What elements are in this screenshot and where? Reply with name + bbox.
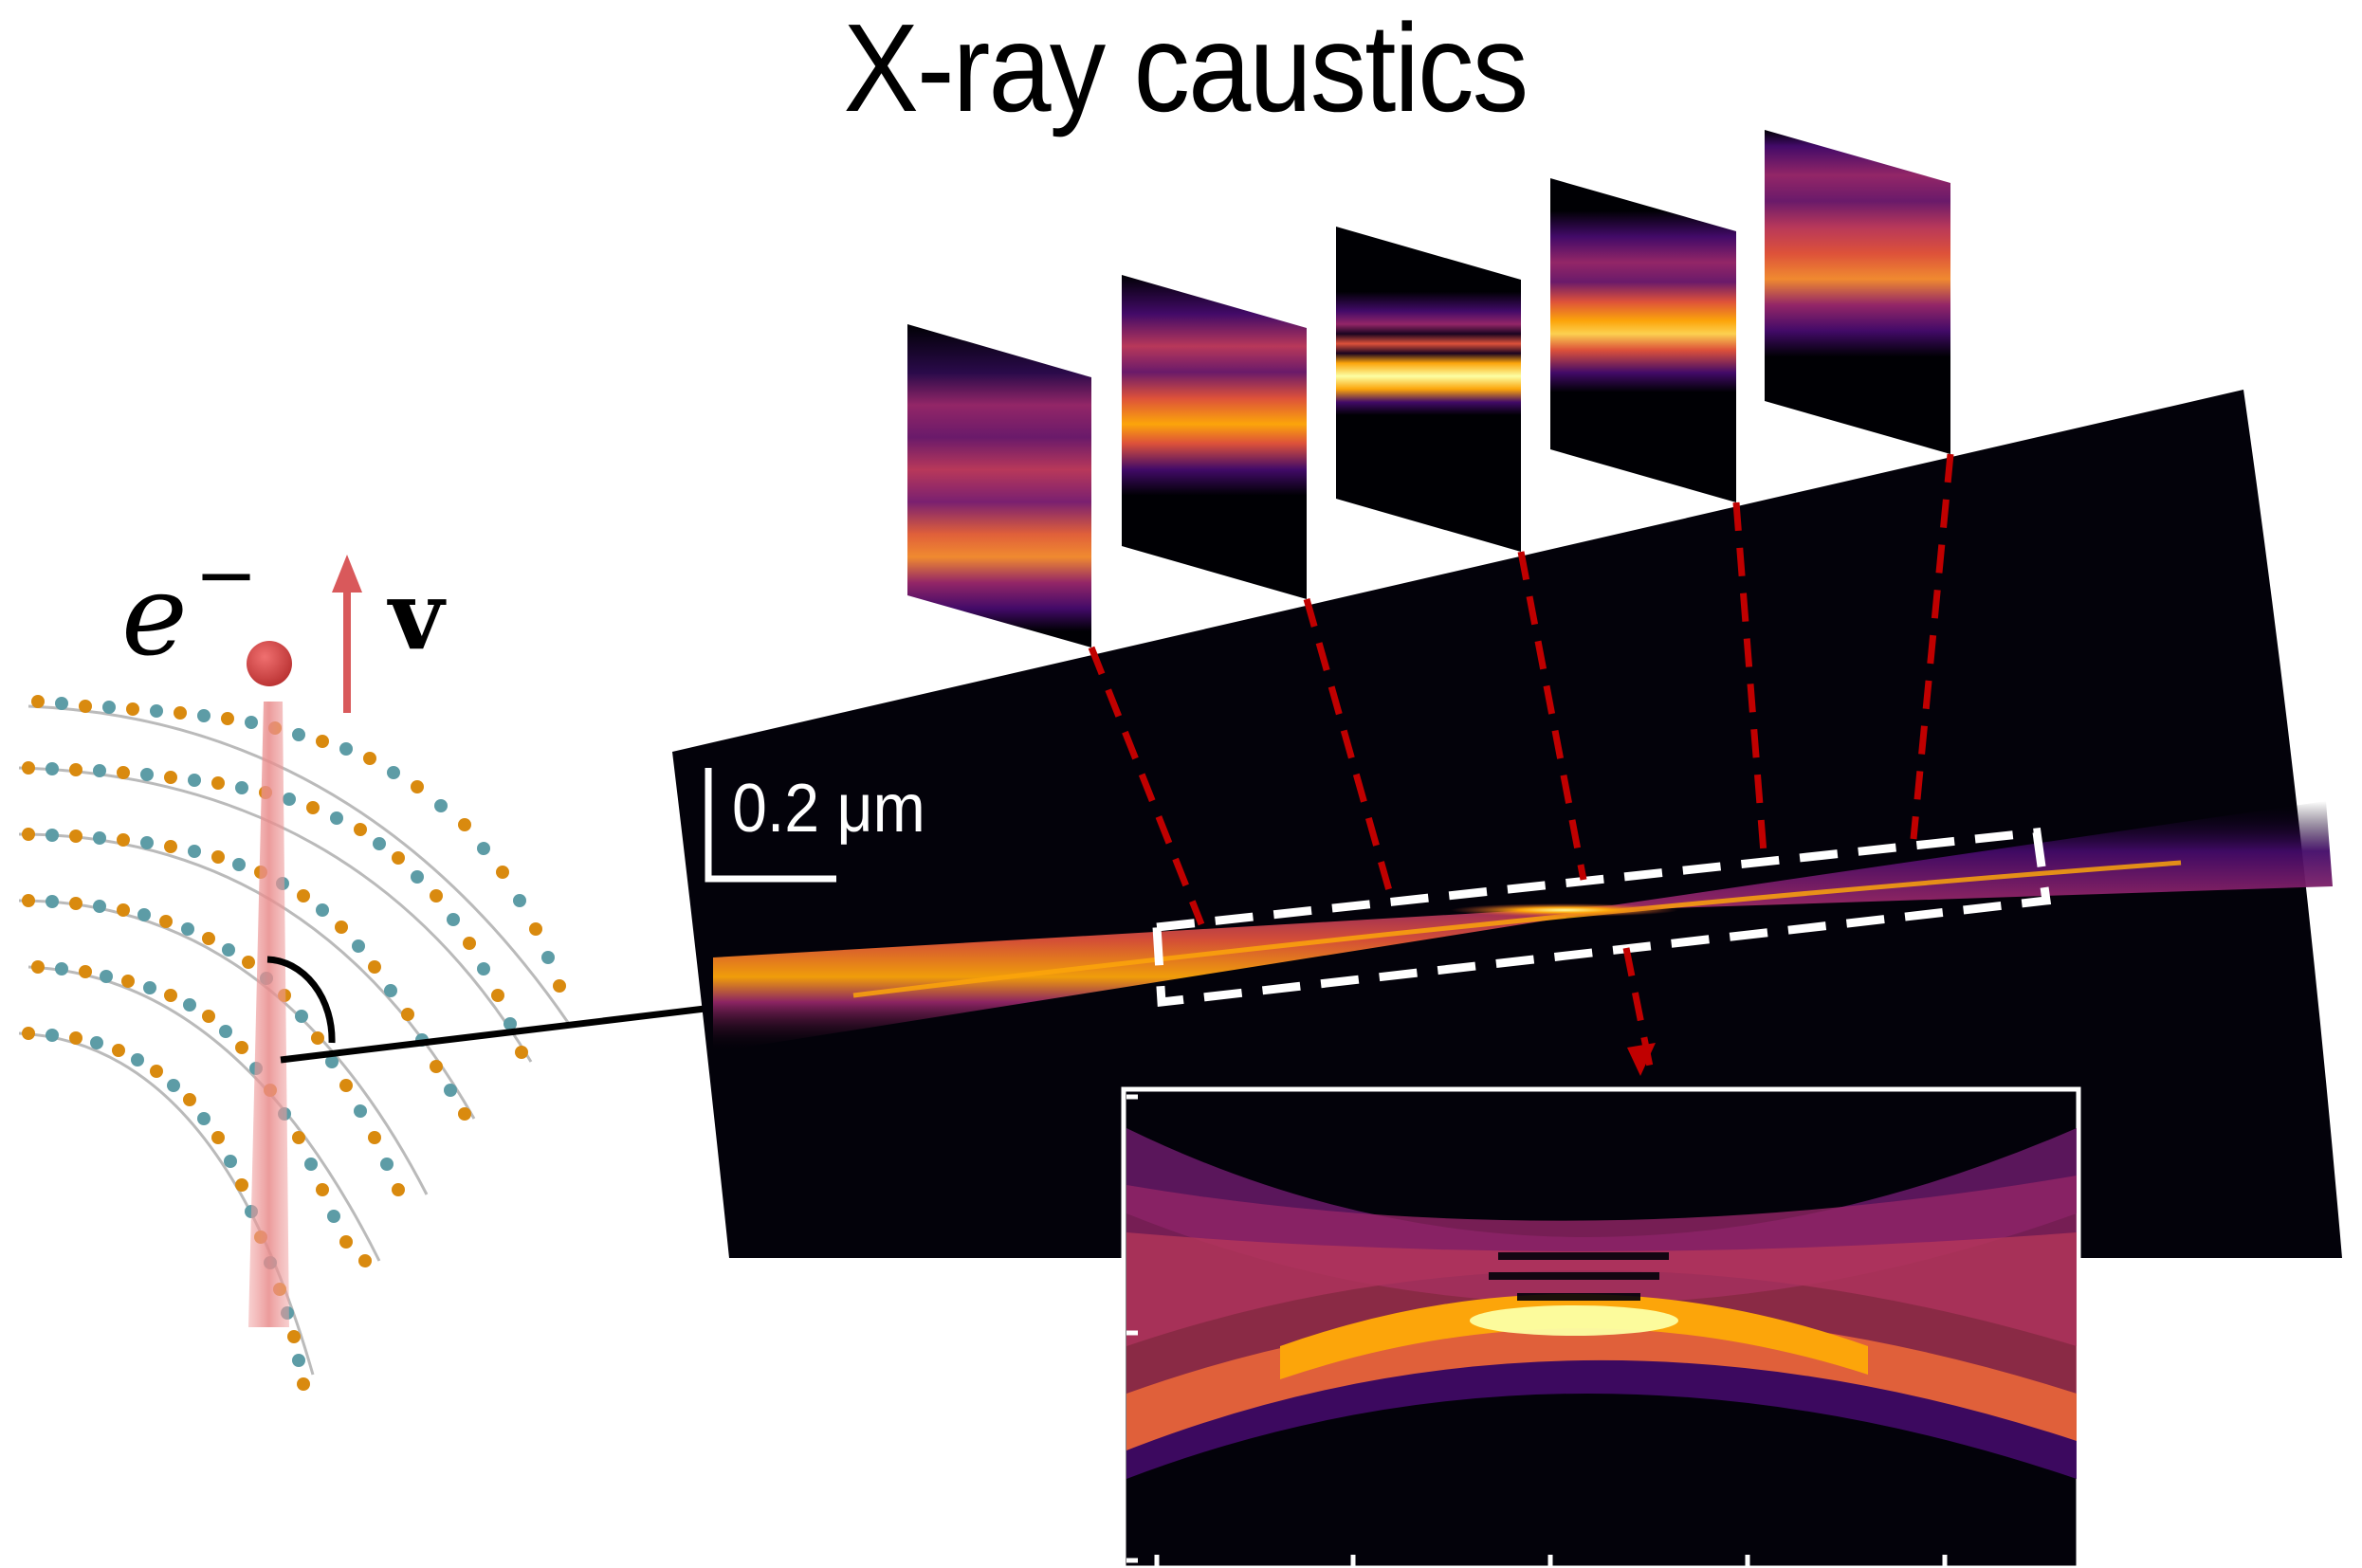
inset-plot xyxy=(1121,1086,2081,1568)
electron-label: e xyxy=(121,550,188,681)
panel-5 xyxy=(1765,130,1950,454)
zoom-region-box xyxy=(1152,828,2052,1008)
emission-line xyxy=(280,1003,722,1064)
caustic-plot-area xyxy=(672,390,2342,1258)
figure-title: X-ray caustics xyxy=(843,0,1529,137)
inset-ticks xyxy=(1126,1094,1948,1566)
velocity-label: v xyxy=(389,559,445,671)
panel-4 xyxy=(1550,178,1736,502)
electron xyxy=(247,641,292,686)
arrow-down-icon xyxy=(1627,1043,1656,1076)
panel-3 xyxy=(1336,227,1521,552)
caustic-band xyxy=(713,801,2333,1052)
crystal-lattice xyxy=(18,695,571,1391)
cross-section-panels xyxy=(907,130,1950,647)
scale-bar-label: 0.2 μm xyxy=(732,771,925,847)
electron-beam xyxy=(248,702,289,1327)
emission-angle-arc xyxy=(266,956,336,1044)
panel-1 xyxy=(907,324,1091,647)
velocity-arrow-icon xyxy=(332,555,362,713)
scale-bar xyxy=(705,768,836,883)
panel-2 xyxy=(1122,275,1307,599)
electron-charge-label: − xyxy=(194,531,259,619)
